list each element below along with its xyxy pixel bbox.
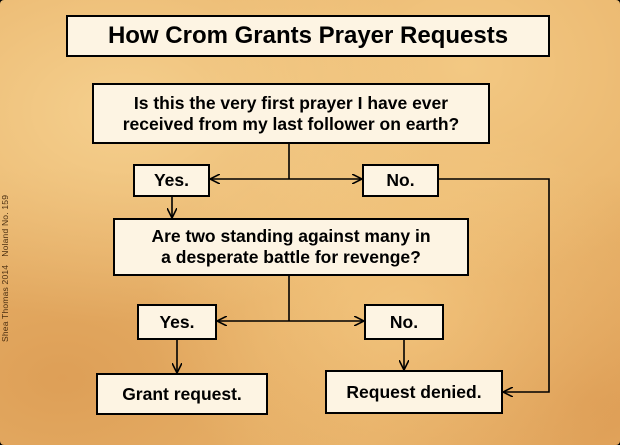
grant-request-box: Grant request.: [96, 373, 268, 415]
request-denied-box: Request denied.: [325, 370, 503, 414]
request-denied-label: Request denied.: [346, 381, 482, 402]
no-label-2: No.: [389, 311, 419, 332]
credit-number: Noland No. 159: [0, 194, 10, 257]
grant-request-label: Grant request.: [122, 383, 242, 404]
no-box-2: No.: [364, 304, 444, 340]
diagram-title-text: How Crom Grants Prayer Requests: [107, 21, 509, 49]
credit-author: Shea Thomas 2014: [0, 264, 10, 342]
yes-box-1: Yes.: [133, 164, 210, 197]
diagram-title: How Crom Grants Prayer Requests: [66, 15, 550, 57]
credit-text: Shea Thomas 2014 Noland No. 159: [0, 187, 10, 342]
question-2-line-2: a desperate battle for revenge?: [161, 247, 421, 267]
no-box-1: No.: [362, 164, 439, 197]
question-1-line-2: received from my last follower on earth?: [122, 113, 460, 134]
no-label-1: No.: [386, 170, 415, 190]
question-2-box: Are two standing against many in a despe…: [113, 218, 469, 276]
question-2-line-1: Are two standing against many in: [151, 226, 431, 246]
yes-label-2: Yes.: [159, 311, 195, 332]
yes-box-2: Yes.: [137, 304, 217, 340]
yes-label-1: Yes.: [153, 170, 190, 190]
no1-to-denied-arrow: [439, 178, 550, 392]
question-1-box: Is this the very first prayer I have eve…: [92, 83, 490, 144]
question-1-line-1: Is this the very first prayer I have eve…: [133, 92, 449, 113]
